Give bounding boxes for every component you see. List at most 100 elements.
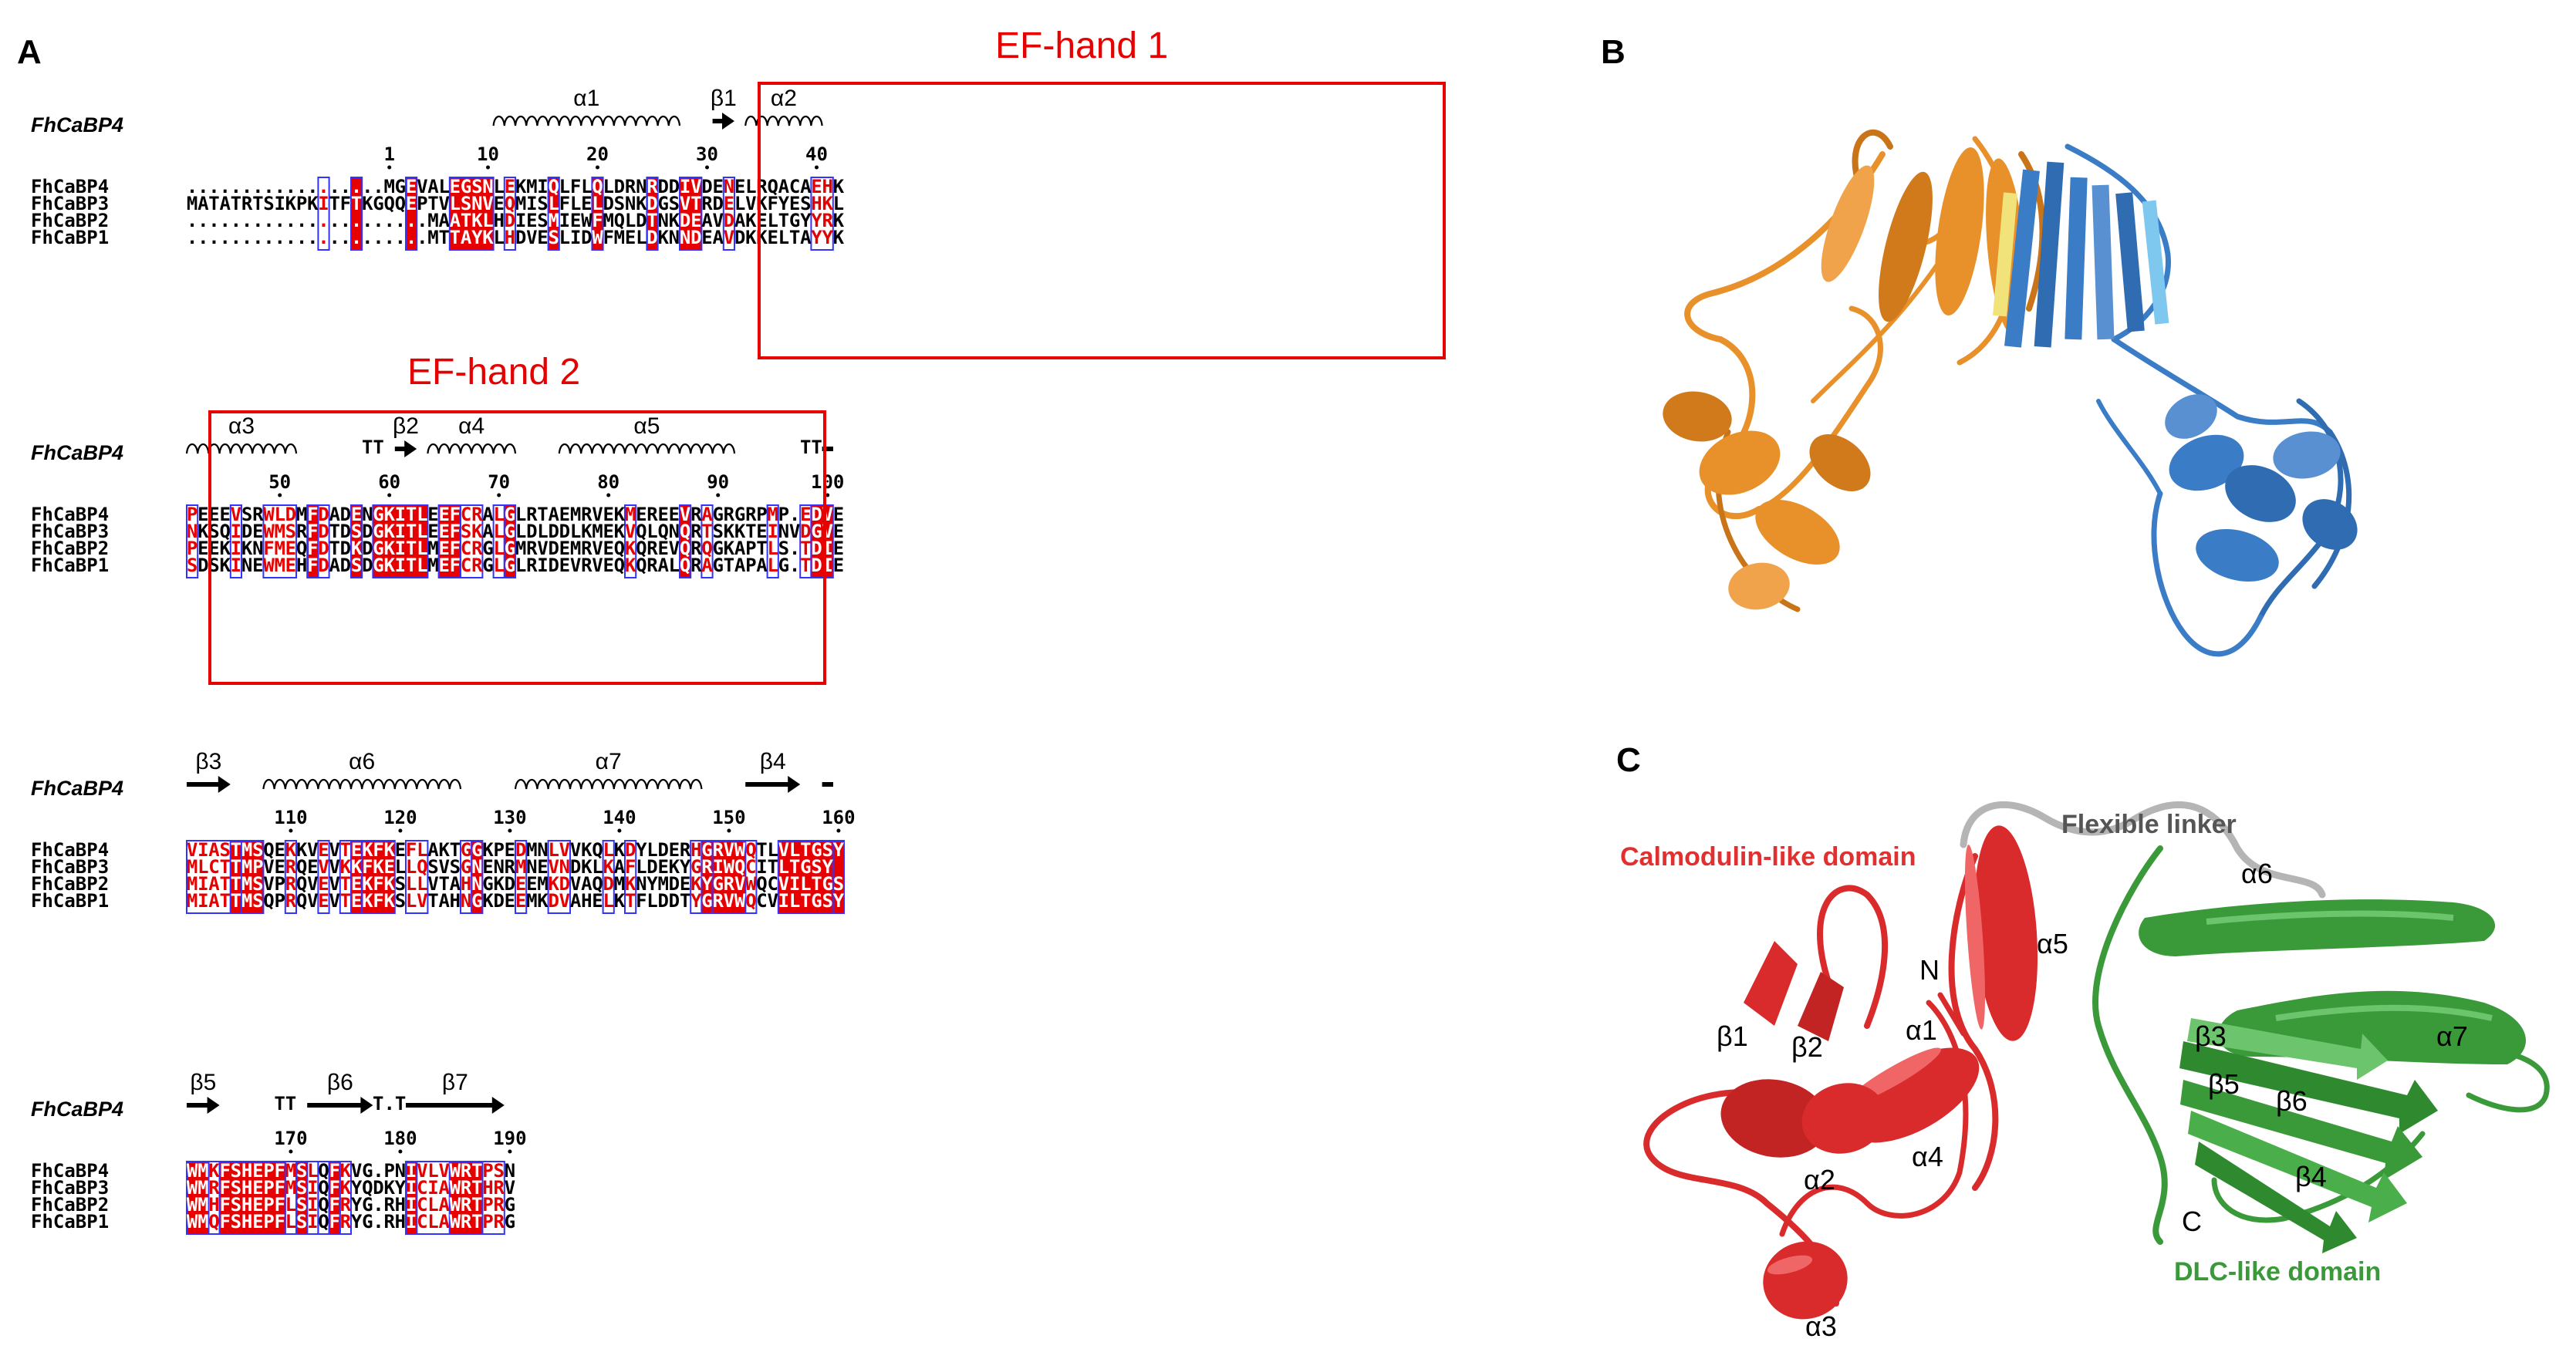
position-tick: 80 [597, 471, 620, 493]
residue: V [570, 873, 581, 895]
residue: . [219, 227, 230, 248]
residue: S [231, 1177, 241, 1199]
residue: M [285, 1177, 296, 1199]
residue: E [252, 555, 263, 576]
residue: G [482, 538, 493, 559]
residue: G [712, 873, 723, 895]
residue: . [208, 176, 219, 197]
residue: K [657, 227, 669, 248]
residue: V [438, 1160, 449, 1182]
residue: M [526, 839, 537, 861]
residue: L [427, 1160, 438, 1182]
residue: . [231, 176, 241, 197]
residue: Q [318, 1177, 329, 1199]
identical-column [362, 841, 395, 913]
domain-structure: Calmodulin-like domain Flexible linker D… [1620, 801, 2550, 1342]
residue: F [767, 193, 778, 214]
residue: R [724, 873, 735, 895]
residue: K [208, 1160, 220, 1182]
residue: N [362, 504, 373, 525]
residue: D [373, 1177, 383, 1199]
residue: S [296, 1160, 307, 1182]
ss-strand-arrowhead [218, 776, 231, 793]
residue: T [219, 856, 230, 878]
residue: V [505, 1177, 515, 1199]
residue: F [219, 1177, 230, 1199]
ss-helix [185, 443, 298, 454]
residue: L [482, 210, 493, 231]
tick-dot [836, 828, 841, 833]
residue: D [340, 521, 351, 542]
residue: I [198, 839, 208, 861]
residue: M [198, 1211, 208, 1233]
residue: K [745, 227, 757, 248]
residue: W [592, 227, 603, 248]
residue: A [657, 555, 669, 576]
tick-dot [278, 493, 282, 497]
residue: A [548, 504, 559, 525]
residue: . [351, 176, 362, 197]
residue: Q [318, 1194, 329, 1216]
residue: I [307, 1211, 318, 1233]
residue: R [296, 521, 308, 542]
residue: N [395, 1160, 406, 1182]
residue: . [241, 176, 252, 197]
residue: D [669, 890, 680, 912]
residue: V [669, 538, 680, 559]
conserved-box [547, 177, 560, 251]
conserved-box [262, 504, 297, 578]
residue: F [373, 890, 383, 912]
residue: H [241, 1211, 252, 1233]
label-beta4: β4 [2295, 1161, 2327, 1192]
blue-sheet [1993, 161, 2169, 348]
residue: L [307, 1160, 318, 1182]
residue: V [734, 873, 745, 895]
residue: Q [756, 873, 767, 895]
residue: M [515, 856, 526, 878]
conserved-box [646, 177, 659, 251]
residue: M [548, 210, 559, 231]
residue: S [231, 1194, 241, 1216]
residue: D [505, 210, 515, 231]
ss-label: β6 [327, 1070, 353, 1095]
residue: V [318, 856, 329, 878]
residue: . [351, 227, 362, 248]
residue: G [505, 1194, 515, 1216]
residue: V [724, 839, 734, 861]
residue: K [351, 538, 363, 559]
residue: D [548, 890, 559, 912]
residue: E [318, 839, 329, 861]
residue: E [482, 856, 493, 878]
residue: V [231, 504, 241, 525]
residue: N [657, 210, 668, 231]
residue: D [657, 176, 668, 197]
residue: N [187, 521, 198, 542]
residue: V [680, 193, 690, 214]
residue: L [515, 555, 526, 576]
residue: Y [778, 193, 790, 214]
residue: W [450, 1160, 461, 1182]
residue: D [647, 227, 657, 248]
residue: I [406, 1160, 417, 1182]
residue: T [745, 521, 756, 542]
residue: L [493, 504, 504, 525]
residue: T [329, 521, 339, 542]
residue: T [219, 873, 230, 895]
residue: Y [833, 839, 845, 861]
label-beta3: β3 [2195, 1020, 2227, 1052]
residue: I [395, 521, 406, 542]
residue: T [329, 193, 339, 214]
residue: E [252, 1177, 263, 1199]
residue: D [734, 227, 745, 248]
residue: T [647, 210, 657, 231]
residue: R [712, 839, 724, 861]
residue: Q [263, 890, 274, 912]
residue: I [712, 856, 723, 878]
residue: V [263, 873, 274, 895]
tick-dot [398, 828, 403, 833]
residue: I [318, 193, 329, 214]
residue: T [406, 504, 417, 525]
residue: G [505, 538, 515, 559]
residue: R [461, 1177, 472, 1199]
residue: S [351, 521, 362, 542]
